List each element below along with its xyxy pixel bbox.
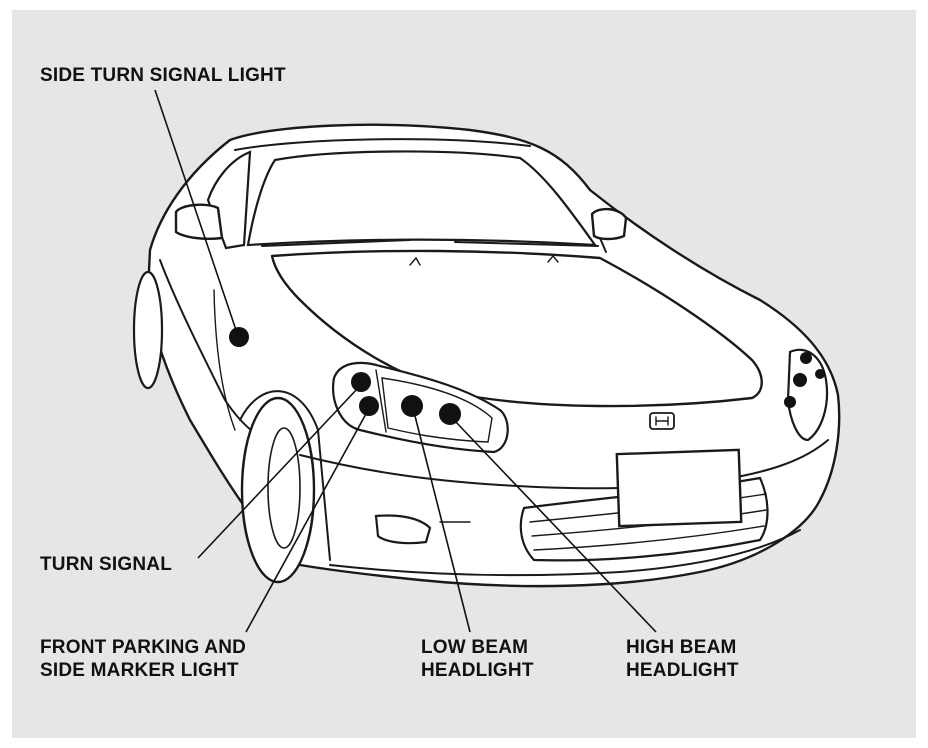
high-beam-dot [439,403,461,425]
right-turn-signal-dot [800,352,812,364]
license-plate [617,450,741,526]
right-mirror [592,209,626,239]
right-high-beam-dot [815,369,825,379]
front-parking-label: FRONT PARKING AND SIDE MARKER LIGHT [40,636,246,682]
right-parking-dot [784,396,796,408]
turn-signal-text: TURN SIGNAL [40,553,172,576]
low-beam-dot [401,395,423,417]
front-parking-line1: FRONT PARKING AND [40,636,246,659]
low-beam-line2: HEADLIGHT [421,659,534,682]
turn-signal-label: TURN SIGNAL [40,553,172,576]
low-beam-label: LOW BEAM HEADLIGHT [421,636,534,682]
high-beam-label: HIGH BEAM HEADLIGHT [626,636,739,682]
front-wheel [242,398,314,582]
side-turn-signal-dot [229,327,249,347]
front-parking-line2: SIDE MARKER LIGHT [40,659,246,682]
high-beam-line2: HEADLIGHT [626,659,739,682]
low-beam-line1: LOW BEAM [421,636,534,659]
high-beam-line1: HIGH BEAM [626,636,739,659]
side-turn-signal-label: SIDE TURN SIGNAL LIGHT [40,64,286,87]
side-turn-signal-text: SIDE TURN SIGNAL LIGHT [40,64,286,87]
rear-wheel [134,272,162,388]
right-low-beam-dot [793,373,807,387]
turn-signal-dot [351,372,371,392]
parking-light-dot [359,396,379,416]
